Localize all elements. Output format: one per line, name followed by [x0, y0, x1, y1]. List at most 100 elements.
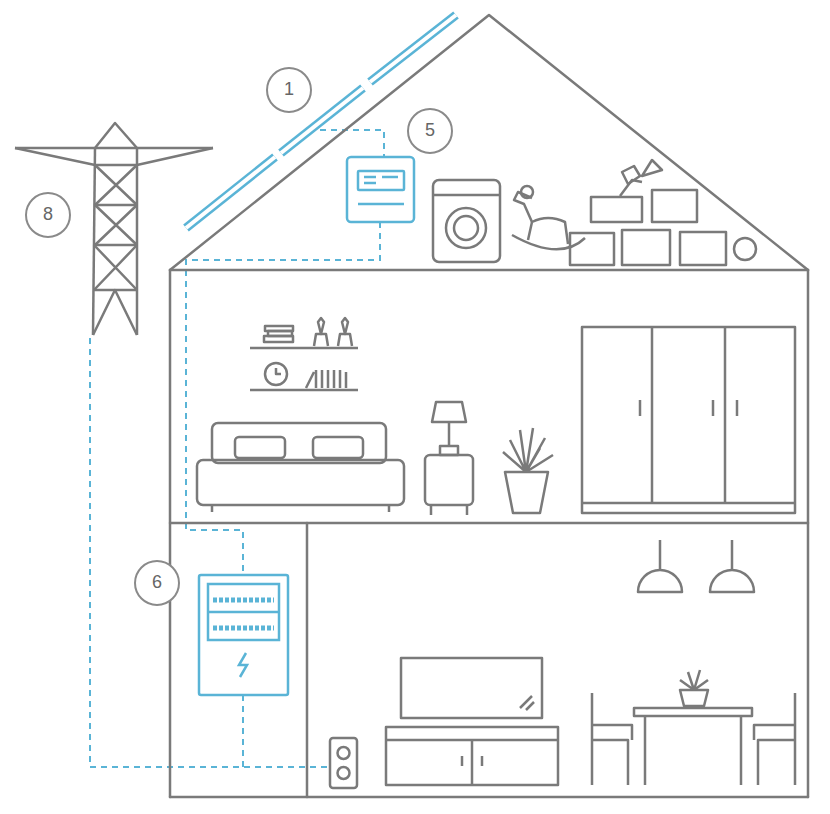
power-pylon-part — [15, 147, 213, 150]
callout-label: 8 — [43, 205, 53, 225]
living-room-part — [710, 570, 754, 592]
attic-items-part — [652, 190, 697, 222]
bedroom-part — [651, 327, 654, 503]
power-pylon-part — [95, 165, 137, 205]
bedroom-part — [313, 437, 363, 458]
distribution-board-part — [213, 598, 274, 603]
inverter-part — [347, 157, 414, 222]
inverter-part — [358, 171, 404, 190]
bedroom-part — [318, 318, 324, 334]
living-room-part — [754, 693, 795, 785]
house-outline — [170, 15, 808, 797]
power-outlet-part — [330, 738, 357, 788]
bedroom-part — [582, 502, 795, 505]
bedroom-part — [342, 318, 348, 334]
bedroom-part — [276, 368, 281, 374]
living-room-part — [592, 693, 632, 785]
power-pylon-part — [93, 290, 137, 335]
bedroom-part — [388, 505, 391, 512]
callout-label: 5 — [425, 121, 435, 141]
power-outlet-part — [338, 767, 350, 779]
power-outlet-part — [338, 747, 350, 759]
bedroom-part — [338, 334, 352, 346]
attic-items — [433, 160, 756, 265]
bedroom-part — [264, 336, 293, 342]
living-room-part — [659, 540, 662, 570]
bedroom-part — [265, 363, 287, 385]
house-outline-part — [169, 270, 172, 797]
living-room-part — [638, 570, 682, 592]
bedroom-part — [250, 389, 358, 392]
distribution-board-part — [208, 584, 279, 640]
living-room-part — [481, 756, 484, 766]
attic-items-part — [528, 218, 568, 244]
house-outline-part — [306, 523, 309, 797]
solar-panels-part — [370, 15, 456, 82]
living-room-part — [401, 658, 542, 718]
power-outlet — [330, 738, 357, 788]
bedroom-part — [724, 327, 727, 503]
bedroom-part — [250, 347, 358, 350]
living-room-part — [680, 690, 708, 706]
living-room-part — [740, 716, 743, 785]
solar-panels-part — [186, 157, 275, 228]
attic-items-part — [512, 235, 585, 249]
callout-label: 6 — [152, 573, 162, 593]
bedroom-part — [440, 446, 458, 455]
living-room-part — [680, 670, 708, 690]
power-pylon-part — [136, 148, 139, 335]
house-outline-part — [807, 270, 810, 797]
attic-items-part — [734, 238, 756, 260]
attic-items-part — [622, 166, 640, 184]
bedroom-part — [712, 400, 715, 416]
callout-label: 1 — [284, 80, 294, 100]
attic-items-part — [591, 197, 642, 222]
living-room-part — [634, 708, 752, 716]
inverter — [347, 157, 414, 222]
callout-number: 6 — [134, 560, 180, 606]
power-pylon-part — [94, 245, 137, 290]
bedroom-part — [425, 455, 473, 505]
living-room — [386, 540, 795, 785]
bedroom-part — [432, 402, 466, 422]
power-pylon-part — [93, 148, 95, 335]
house-outline-part — [170, 796, 808, 799]
wiring-part — [242, 695, 244, 767]
distribution-board-part — [208, 611, 279, 614]
distribution-board — [199, 575, 288, 695]
living-room-part — [520, 696, 534, 710]
power-pylon-part — [95, 205, 137, 245]
bedroom-part — [639, 400, 642, 416]
bedroom-part — [197, 460, 404, 505]
bedroom-part — [448, 422, 451, 446]
solar-panels-part — [186, 157, 275, 228]
inverter-part — [358, 203, 404, 206]
living-room-part — [386, 727, 558, 785]
callout-number: 5 — [407, 108, 453, 154]
living-room-part — [644, 716, 647, 785]
attic-items-part — [433, 194, 500, 197]
living-room-part — [461, 756, 464, 766]
power-pylon — [15, 123, 213, 335]
wiring — [90, 130, 384, 767]
living-room-part — [471, 740, 474, 785]
bedroom-part — [306, 370, 346, 388]
bedroom-part — [505, 472, 548, 513]
house-outline-part — [170, 269, 808, 272]
house-outline-part — [170, 15, 808, 270]
distribution-board-part — [213, 626, 274, 631]
bedroom-part — [430, 505, 433, 515]
solar-panels — [186, 15, 456, 228]
distribution-board-part — [239, 653, 247, 677]
bedroom-part — [503, 428, 553, 472]
attic-items-part — [446, 208, 486, 248]
attic-items-part — [454, 216, 478, 240]
distribution-board-part — [199, 575, 288, 695]
attic-items-part — [570, 233, 614, 265]
inverter-part — [364, 176, 376, 179]
power-pylon-part — [94, 244, 137, 247]
house-outline-part — [170, 522, 808, 525]
bedroom — [197, 318, 795, 515]
